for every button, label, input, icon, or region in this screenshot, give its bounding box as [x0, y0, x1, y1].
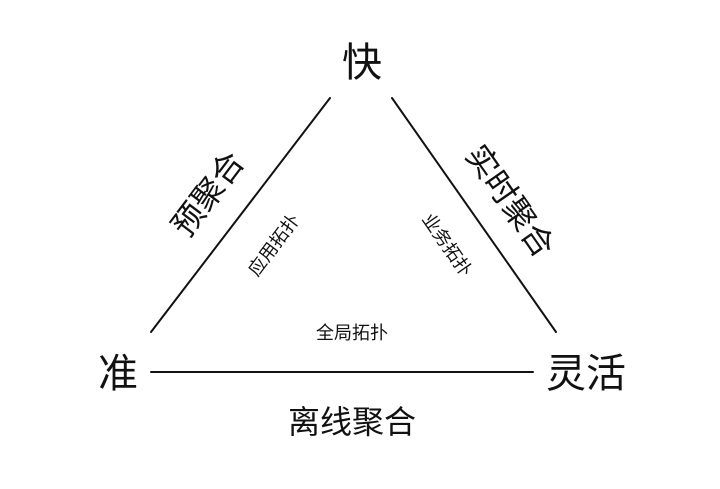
outer-label-bottom-edge: 离线聚合	[288, 403, 416, 441]
edge-left	[150, 97, 331, 333]
outer-label-right-edge: 实时聚合	[458, 138, 563, 265]
vertex-left-label: 准	[98, 351, 138, 397]
vertex-right-label: 灵活	[546, 351, 626, 397]
inner-label-right-edge: 业务拓扑	[417, 210, 475, 281]
inner-label-bottom-edge: 全局拓扑	[316, 323, 388, 344]
edge-right	[391, 97, 557, 333]
inner-label-left-edge: 应用拓扑	[244, 210, 304, 280]
vertex-top-label: 快	[342, 40, 382, 86]
outer-label-left-edge: 预聚合	[164, 144, 252, 244]
